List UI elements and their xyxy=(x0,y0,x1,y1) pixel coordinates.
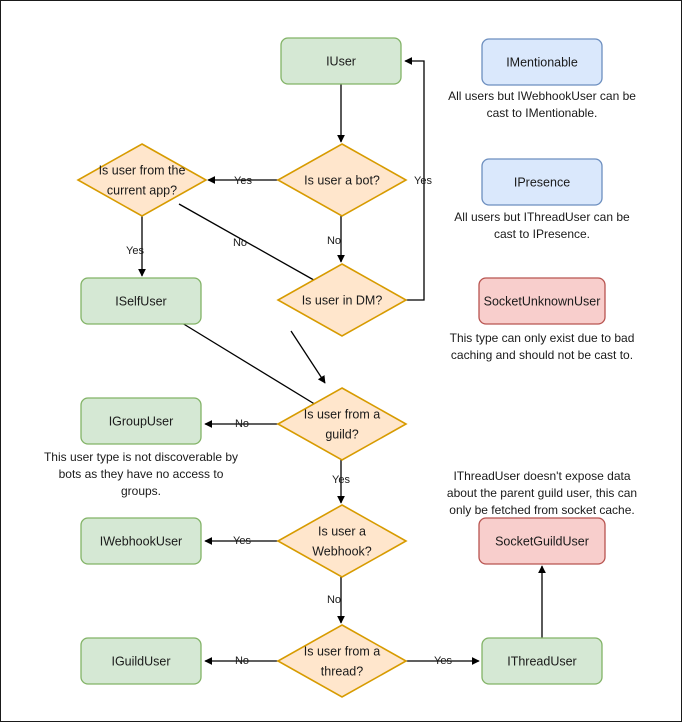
node-iselfuser-label: ISelfUser xyxy=(115,294,166,308)
note-imentionable-line2: cast to IMentionable. xyxy=(487,106,598,120)
edge-label-current-app-no: No xyxy=(233,237,247,249)
node-socketunknownuser-label: SocketUnknownUser xyxy=(484,294,601,308)
edge-label-thread-no: No xyxy=(235,655,249,667)
node-iselfuser-shape[interactable] xyxy=(80,277,202,325)
edge-label-webhook-yes: Yes xyxy=(233,535,251,547)
node-is-user-a-bot[interactable]: Is user a bot? xyxy=(276,143,408,217)
note-igroupuser-line3: groups. xyxy=(121,484,161,498)
node-is-user-in-dm-shape[interactable] xyxy=(276,263,408,337)
node-socketguilduser[interactable]: SocketGuildUser xyxy=(478,517,606,565)
node-socketunknownuser[interactable]: SocketUnknownUser xyxy=(478,277,606,325)
node-iwebhookuser[interactable]: IWebhookUser xyxy=(80,517,202,565)
note-igroupuser-line1: This user type is not discoverable by xyxy=(44,450,238,464)
note-ipresence-line1: All users but IThreadUser can be xyxy=(454,210,630,224)
edge-is-dm-to-is-guild xyxy=(290,330,326,384)
edge-label-bot-no: No xyxy=(327,235,341,247)
node-is-user-from-guild-label-line2: guild? xyxy=(325,427,358,441)
note-imentionable-line1: All users but IWebhookUser can be xyxy=(448,89,636,103)
node-iuser-label: IUser xyxy=(326,54,356,68)
edge-is-dm-yes-to-iuser xyxy=(404,57,425,301)
node-imentionable-label: IMentionable xyxy=(506,55,578,69)
edge-label-thread-yes: Yes xyxy=(434,655,452,667)
note-socketguilduser-line2: about the parent guild user, this can xyxy=(447,486,637,500)
node-ithreaduser-label: IThreadUser xyxy=(507,654,576,668)
node-is-user-from-thread[interactable]: Is user from a thread? xyxy=(276,624,408,698)
note-ipresence-line2: cast to IPresence. xyxy=(494,227,590,241)
edges: Is user from the current app? --> Yes Is… xyxy=(126,57,546,667)
node-iwebhookuser-label: IWebhookUser xyxy=(100,534,182,548)
node-ithreaduser[interactable]: IThreadUser xyxy=(481,637,603,685)
node-is-user-from-thread-label-line2: thread? xyxy=(321,664,363,678)
node-imentionable-shape[interactable] xyxy=(481,38,603,86)
node-is-user-from-current-app-label-line1: Is user from the xyxy=(99,163,186,177)
edge-label-current-app-yes: Yes xyxy=(126,245,144,257)
node-ithreaduser-shape[interactable] xyxy=(481,637,603,685)
node-is-user-from-guild-shape[interactable] xyxy=(276,387,408,461)
note-igroupuser: This user type is not discoverable by bo… xyxy=(44,450,238,498)
node-is-user-from-guild[interactable]: Is user from a guild? xyxy=(276,387,408,461)
node-is-user-a-webhook-label-line2: Webhook? xyxy=(312,544,372,558)
edge-label-guild-yes: Yes xyxy=(332,474,350,486)
edge-iselfuser-to-is-guild xyxy=(181,322,327,412)
note-ipresence: All users but IThreadUser can be cast to… xyxy=(454,210,630,241)
edge-label-dm-yes: Yes xyxy=(414,175,432,187)
node-iuser-shape[interactable] xyxy=(280,37,402,85)
node-socketguilduser-shape[interactable] xyxy=(478,517,606,565)
node-is-user-from-thread-label-line1: Is user from a xyxy=(304,644,380,658)
node-is-user-from-current-app[interactable]: Is user from the current app? xyxy=(76,143,208,217)
note-socketunknownuser: This type can only exist due to bad cach… xyxy=(450,331,635,362)
node-is-user-a-bot-shape[interactable] xyxy=(276,143,408,217)
node-is-user-a-webhook[interactable]: Is user a Webhook? xyxy=(276,504,408,578)
node-is-user-a-webhook-label-line1: Is user a xyxy=(318,524,366,538)
note-socketguilduser-line3: only be fetched from socket cache. xyxy=(449,503,634,517)
node-is-user-from-current-app-shape[interactable] xyxy=(76,143,208,217)
node-ipresence-shape[interactable] xyxy=(481,158,603,206)
node-iuser[interactable]: IUser xyxy=(280,37,402,85)
node-igroupuser-shape[interactable] xyxy=(80,397,202,445)
node-is-user-in-dm-label: Is user in DM? xyxy=(302,293,383,307)
node-is-user-in-dm[interactable]: Is user in DM? xyxy=(276,263,408,337)
note-socketunknownuser-line1: This type can only exist due to bad xyxy=(450,331,635,345)
node-igroupuser[interactable]: IGroupUser xyxy=(80,397,202,445)
note-igroupuser-line2: bots as they have no access to xyxy=(59,467,224,481)
node-socketguilduser-label: SocketGuildUser xyxy=(495,534,589,548)
node-iguilduser-shape[interactable] xyxy=(80,637,202,685)
node-socketunknownuser-shape[interactable] xyxy=(478,277,606,325)
node-is-user-from-guild-label-line1: Is user from a xyxy=(304,407,380,421)
note-socketguilduser: IThreadUser doesn't expose data about th… xyxy=(447,469,637,517)
node-is-user-from-current-app-label-line2: current app? xyxy=(107,183,177,197)
node-iselfuser[interactable]: ISelfUser xyxy=(80,277,202,325)
node-iguilduser[interactable]: IGuildUser xyxy=(80,637,202,685)
edge-label-webhook-no: No xyxy=(327,594,341,606)
node-iwebhookuser-shape[interactable] xyxy=(80,517,202,565)
node-ipresence-label: IPresence xyxy=(514,175,570,189)
node-is-user-a-webhook-shape[interactable] xyxy=(276,504,408,578)
edge-label-guild-no: No xyxy=(235,418,249,430)
node-ipresence[interactable]: IPresence xyxy=(481,158,603,206)
note-socketunknownuser-line2: caching and should not be cast to. xyxy=(451,348,633,362)
node-igroupuser-label: IGroupUser xyxy=(109,414,174,428)
node-iguilduser-label: IGuildUser xyxy=(111,654,170,668)
node-imentionable[interactable]: IMentionable xyxy=(481,38,603,86)
note-socketguilduser-line1: IThreadUser doesn't expose data xyxy=(453,469,630,483)
edge-label-bot-yes: Yes xyxy=(234,175,252,187)
edge-current-app-no-to-is-dm xyxy=(178,203,329,289)
node-is-user-from-thread-shape[interactable] xyxy=(276,624,408,698)
node-is-user-a-bot-label: Is user a bot? xyxy=(304,173,380,187)
note-imentionable: All users but IWebhookUser can be cast t… xyxy=(448,89,636,120)
